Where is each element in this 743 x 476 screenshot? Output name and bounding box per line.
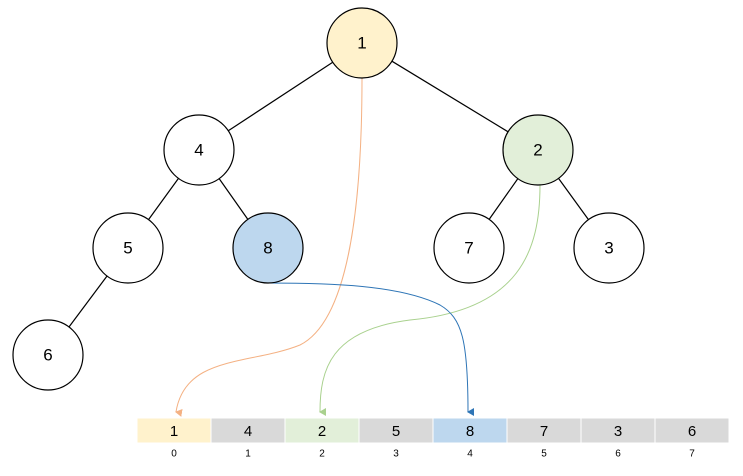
tree-edge-2 — [148, 177, 179, 221]
mapping-arrow-1 — [319, 184, 541, 417]
tree-node-label: 1 — [357, 34, 366, 53]
tree-node: 6 — [12, 319, 84, 391]
array-cell-index: 7 — [689, 449, 695, 460]
tree-edges — [68, 60, 589, 328]
array-cell: 75 — [506, 417, 582, 460]
array-cell-index: 6 — [615, 449, 621, 460]
array-cell-box — [284, 417, 360, 444]
tree-node: 8 — [232, 212, 304, 284]
array-cell-value: 6 — [688, 423, 696, 440]
tree-edge-0 — [227, 61, 334, 132]
tree-edge-5 — [558, 177, 589, 221]
array-cell-value: 4 — [244, 423, 252, 440]
array-cell-box — [654, 417, 730, 444]
tree-node-circle — [12, 319, 84, 391]
array-cell: 53 — [358, 417, 434, 460]
tree-node: 1 — [326, 7, 398, 79]
tree-node-circle — [163, 114, 235, 186]
array-cell: 84 — [432, 417, 508, 460]
array-cell-box — [506, 417, 582, 444]
tree-node-circle — [326, 7, 398, 79]
mapping-arrow-2 — [267, 282, 475, 416]
tree-edge-1 — [391, 60, 509, 133]
tree-node-label: 8 — [263, 239, 272, 258]
tree-node-circle — [502, 114, 574, 186]
tree-node: 5 — [92, 212, 164, 284]
array-cell-box — [210, 417, 286, 444]
tree-node-label: 4 — [194, 141, 203, 160]
array-cell-value: 7 — [540, 423, 548, 440]
tree-node-circle — [92, 212, 164, 284]
array-cell: 67 — [654, 417, 730, 460]
tree-edge-6 — [68, 275, 108, 328]
array-cell-value: 8 — [466, 423, 474, 440]
array-cell-value: 3 — [614, 423, 622, 440]
tree-node: 3 — [573, 212, 645, 284]
array-cell-value: 1 — [170, 423, 178, 440]
tree-node-circle — [232, 212, 304, 284]
array-cell-value: 5 — [392, 423, 400, 440]
array-cell-index: 3 — [393, 449, 399, 460]
mapping-arrow-0 — [175, 77, 363, 417]
array-cell-index: 4 — [467, 449, 473, 460]
array-cell-index: 0 — [171, 449, 177, 460]
array-cell-index: 5 — [541, 449, 547, 460]
array-cell: 41 — [210, 417, 286, 460]
tree-node-label: 3 — [604, 239, 613, 258]
tree-node: 2 — [502, 114, 574, 186]
tree-edge-4 — [488, 178, 519, 220]
array-cell-box — [358, 417, 434, 444]
tree-node-label: 5 — [123, 239, 132, 258]
tree-node-circle — [573, 212, 645, 284]
tree-nodes: 1 4 2 5 8 7 3 6 — [12, 7, 645, 391]
array-cell: 22 — [284, 417, 360, 460]
tree-node-label: 2 — [533, 141, 542, 160]
tree-edge-3 — [218, 178, 249, 220]
array-cell-index: 1 — [245, 449, 251, 460]
tree-node-label: 7 — [464, 239, 473, 258]
tree-node-label: 6 — [43, 346, 52, 365]
tree-node-circle — [433, 212, 505, 284]
array-cell-box — [580, 417, 656, 444]
array-cell: 10 — [136, 417, 212, 460]
array-cell-box — [136, 417, 212, 444]
mapping-arrows — [175, 77, 541, 417]
array-cell-value: 2 — [318, 423, 326, 440]
array-cell: 36 — [580, 417, 656, 460]
tree-node: 4 — [163, 114, 235, 186]
tree-node: 7 — [433, 212, 505, 284]
array-cell-index: 2 — [319, 449, 325, 460]
